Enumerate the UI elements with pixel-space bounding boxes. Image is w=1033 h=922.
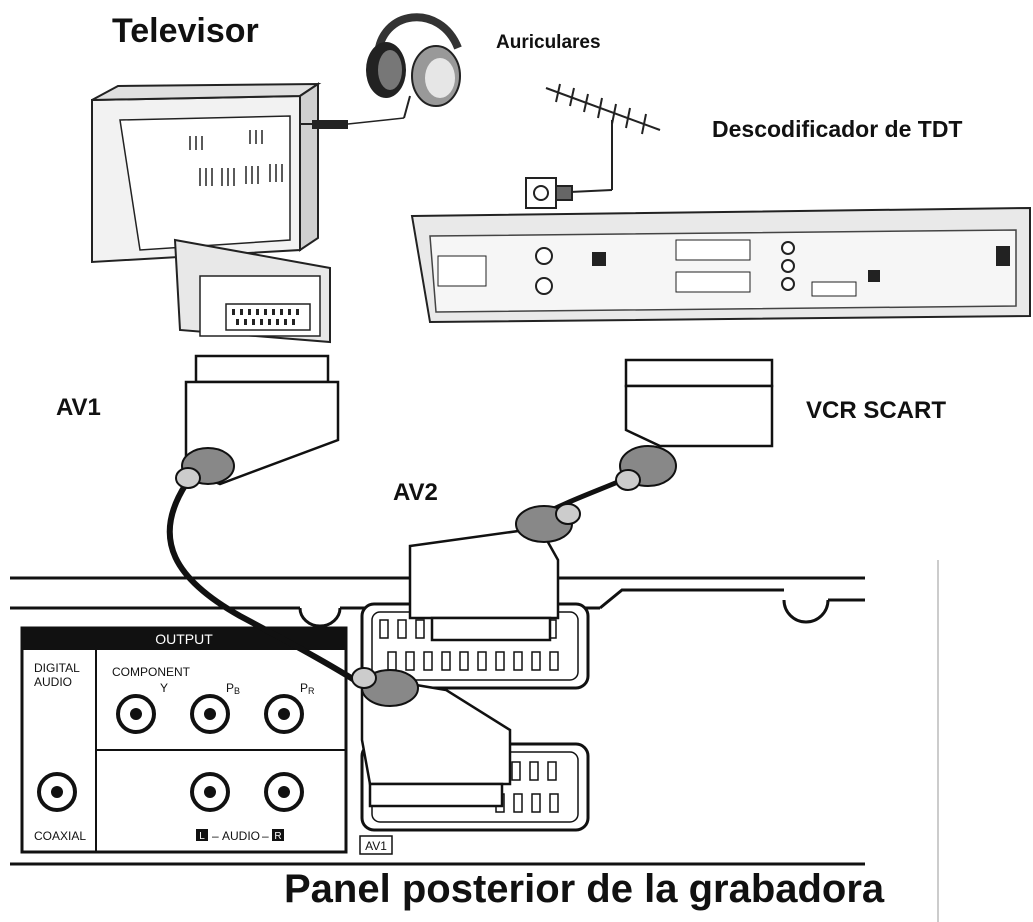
tdt-decoder-label: Descodificador de TDT xyxy=(712,116,963,142)
component-label: COMPONENT xyxy=(112,665,191,679)
av2-scart-plug xyxy=(408,503,581,642)
vcr-scart-plug xyxy=(615,358,774,491)
coaxial-label: COAXIAL xyxy=(34,829,86,843)
headphones-image xyxy=(366,13,462,119)
component-pr-jack[interactable] xyxy=(264,694,304,734)
audio-r-jack[interactable] xyxy=(264,772,304,812)
component-y-jack[interactable] xyxy=(116,694,156,734)
tv-scart-plug xyxy=(175,354,340,489)
component-pb-jack[interactable] xyxy=(190,694,230,734)
headphones-label: Auriculares xyxy=(496,32,601,53)
pr-label: PR xyxy=(300,681,315,696)
av1-label: AV1 xyxy=(56,394,101,421)
audio-l-jack[interactable] xyxy=(190,772,230,812)
av1-socket-label: AV1 xyxy=(365,839,387,853)
output-label: OUTPUT xyxy=(155,631,213,647)
digital-audio-label-1: DIGITAL xyxy=(34,661,80,675)
digital-audio-label-2: AUDIO xyxy=(34,675,72,689)
svg-text:L: L xyxy=(199,831,205,842)
audio-lr-label: L – AUDIO – R xyxy=(196,829,284,843)
svg-text:–: – xyxy=(262,829,269,843)
pb-label: PB xyxy=(226,681,240,696)
av1-cable xyxy=(166,482,372,693)
svg-text:–: – xyxy=(212,829,219,843)
television xyxy=(91,82,405,344)
output-panel: OUTPUT DIGITAL AUDIO COMPONENT Y PB PR C… xyxy=(20,626,348,854)
av1-scart-plug xyxy=(351,667,512,808)
y-label: Y xyxy=(160,681,168,695)
vcr-scart-label: VCR SCART xyxy=(806,397,947,424)
panel-title: Panel posterior de la grabadora xyxy=(284,867,885,911)
coaxial-jack[interactable] xyxy=(37,772,77,812)
antenna xyxy=(525,83,661,209)
tv-label: Televisor xyxy=(112,12,259,50)
svg-text:R: R xyxy=(274,831,281,842)
svg-text:AUDIO: AUDIO xyxy=(222,829,260,843)
tdt-decoder xyxy=(410,206,1031,324)
av2-label: AV2 xyxy=(393,479,438,506)
